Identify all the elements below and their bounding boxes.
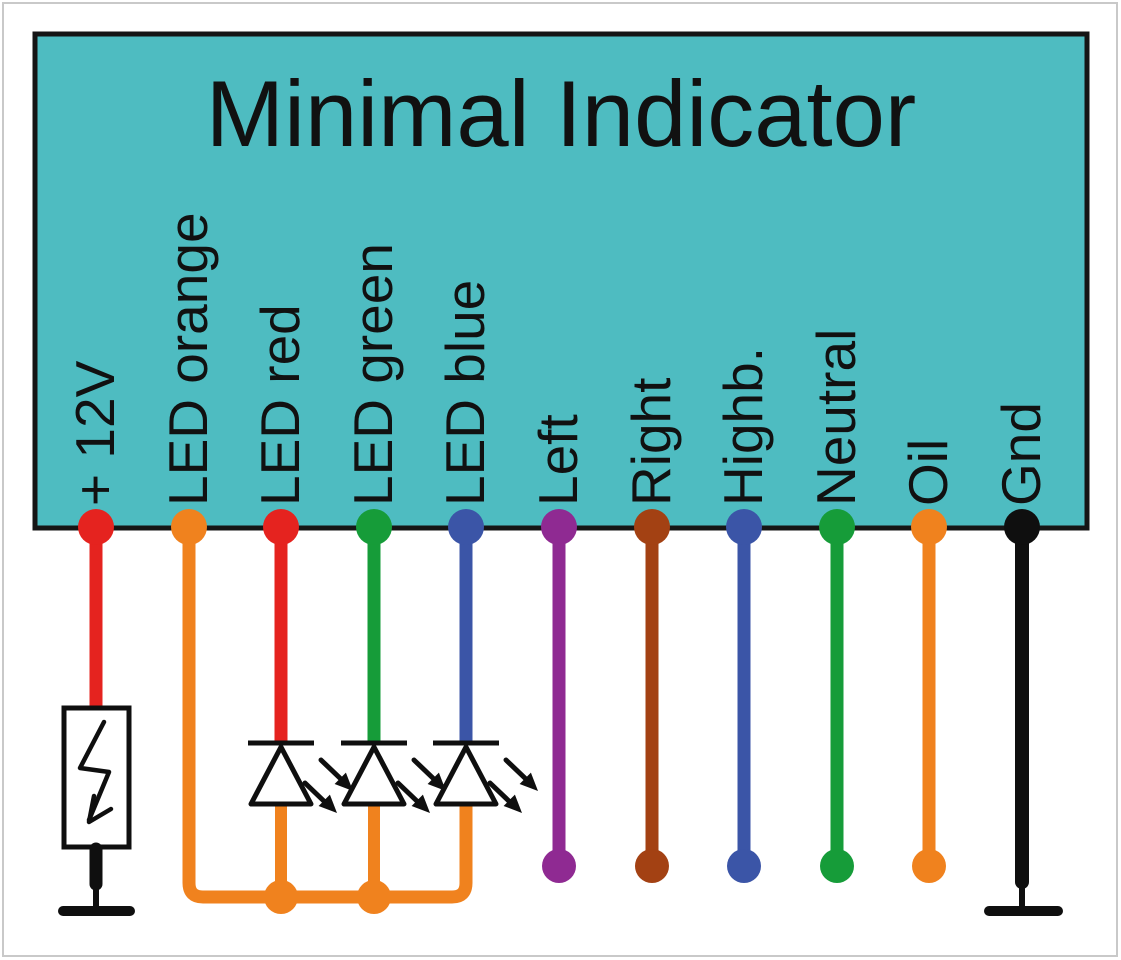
bus-junction-dot <box>357 880 391 914</box>
pin-dot-led-orange <box>171 509 207 545</box>
highbeam-signal-wire <box>727 520 761 883</box>
led-emission-arrow <box>302 780 330 807</box>
led-emission-arrowhead <box>411 794 430 813</box>
right-signal-wire <box>635 520 669 883</box>
pin-dot-plus12v <box>78 509 114 545</box>
led-green-branch <box>341 527 446 813</box>
pin-dot-left <box>541 509 577 545</box>
module-box <box>32 31 1090 531</box>
led-emission-arrow <box>318 757 346 784</box>
pin-dot-gnd <box>1004 509 1040 545</box>
pin-label-oil: Oil <box>897 439 959 506</box>
wire-end-dot <box>912 849 946 883</box>
pin-label-led-blue: LED blue <box>434 280 496 506</box>
led-common-bus <box>182 520 473 914</box>
neutral-signal-wire <box>820 520 854 883</box>
fuse-bolt-arrowhead <box>86 793 114 825</box>
led-red-branch <box>248 527 353 813</box>
pin-label-plus12v: + 12V <box>64 360 126 506</box>
pin-label-left: Left <box>527 414 589 506</box>
pin-dot-led-red <box>263 509 299 545</box>
led-symbol <box>248 744 314 807</box>
left-signal-wire <box>542 520 576 883</box>
wire-end-dot <box>635 849 669 883</box>
led-emission-arrow <box>487 780 515 807</box>
led-emission-arrowhead <box>503 794 522 813</box>
pin-labels: + 12V LED orange LED red LED green LED b… <box>64 212 1052 506</box>
led-symbol <box>433 744 499 807</box>
led-emission-arrow <box>411 757 439 784</box>
pin-label-neutral: Neutral <box>805 329 867 506</box>
pin-dots <box>78 509 1040 545</box>
wire-end-dot <box>727 849 761 883</box>
pin-dot-led-green <box>356 509 392 545</box>
pin-label-gnd: Gnd <box>990 402 1052 506</box>
led-emission-arrowhead <box>427 772 446 791</box>
wire-end-dot <box>820 849 854 883</box>
pin-label-led-red: LED red <box>249 304 311 506</box>
orange-bus-wire <box>182 520 473 904</box>
led-emission-arrowhead <box>318 794 337 813</box>
fuse-symbol <box>61 705 132 850</box>
pin-label-led-orange: LED orange <box>157 212 219 506</box>
led-emission-arrow <box>395 780 423 807</box>
pin-dot-right <box>634 509 670 545</box>
led-emission-arrowhead <box>519 772 538 791</box>
module-title: Minimal Indicator <box>206 61 916 166</box>
oil-signal-wire <box>912 520 946 883</box>
pin-dot-neutral <box>819 509 855 545</box>
pin-label-highbeam: Highb. <box>712 347 774 506</box>
gnd-branch <box>984 520 1063 916</box>
wire-end-dot <box>542 849 576 883</box>
pin-dot-highbeam <box>726 509 762 545</box>
pin-label-right: Right <box>620 378 682 506</box>
led-emission-arrowhead <box>334 772 353 791</box>
fuse-bolt-icon <box>77 719 112 823</box>
pin-label-led-green: LED green <box>342 243 404 506</box>
led-emission-arrow <box>503 757 531 784</box>
led-blue-branch <box>433 527 538 813</box>
pin-dot-led-blue <box>448 509 484 545</box>
plus12v-branch <box>58 520 135 916</box>
pin-dot-oil <box>911 509 947 545</box>
led-symbol <box>341 744 407 807</box>
bus-junction-dot <box>264 880 298 914</box>
